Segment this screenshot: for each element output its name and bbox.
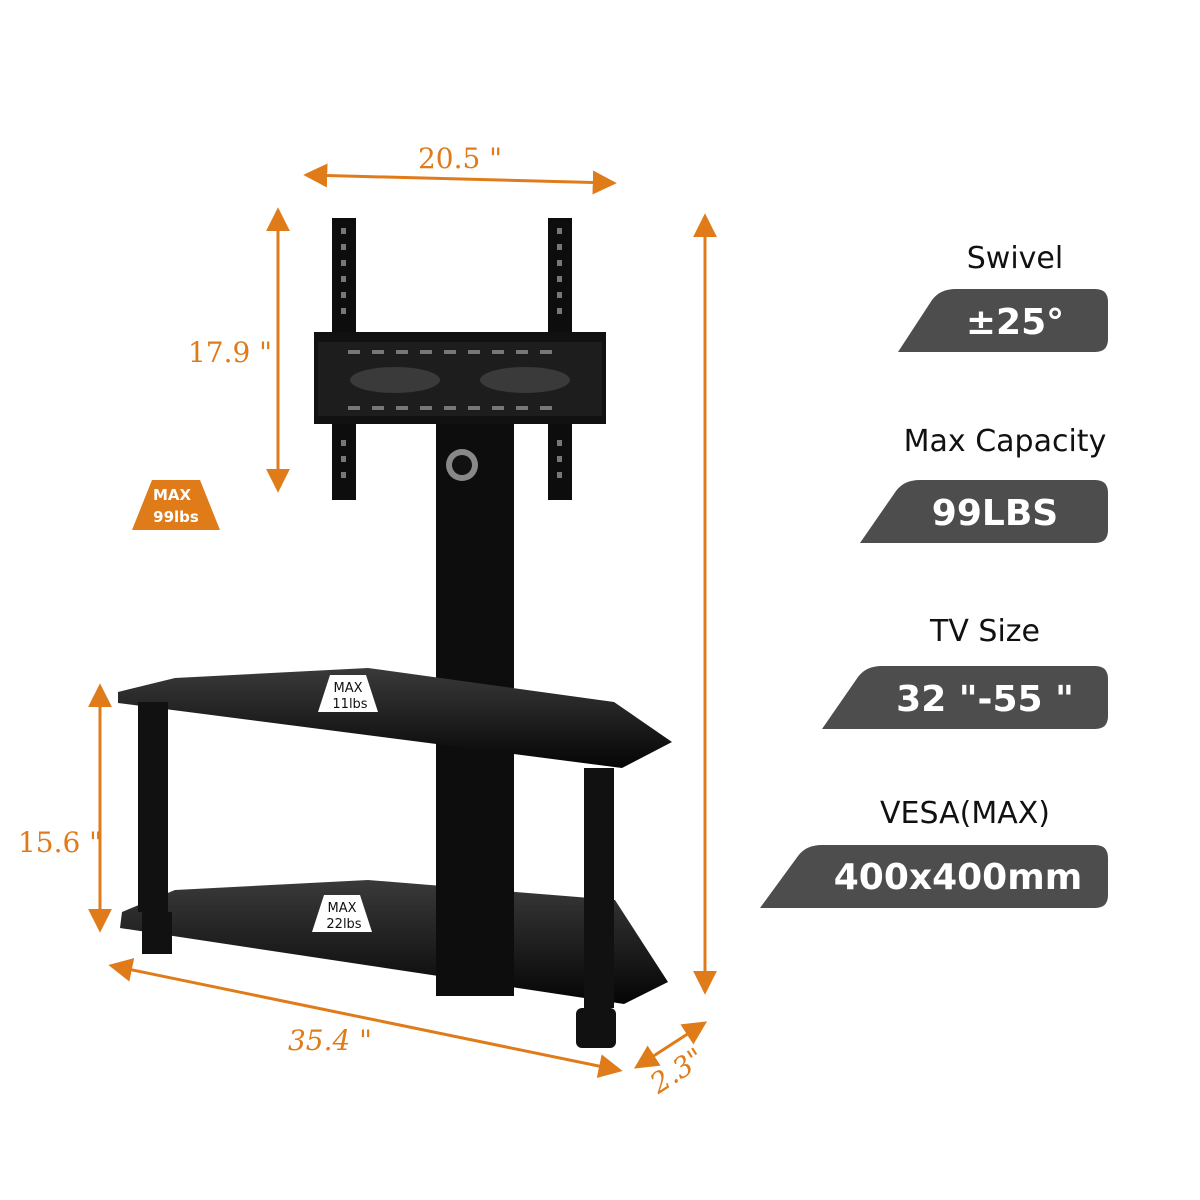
tv-stand <box>118 218 672 1048</box>
spec-vesa: VESA(MAX) 400x400mm <box>760 796 1108 908</box>
dimension-base-width: 35.4 " <box>108 958 623 1078</box>
spec-capacity-pill <box>860 480 1108 543</box>
dimension-base-width-label: 35.4 " <box>288 1024 372 1057</box>
max-load-badge-line2: 99lbs <box>153 508 199 526</box>
top-glass-shelf <box>118 668 672 768</box>
dimension-shelf-gap-label: 15.6 " <box>18 826 102 859</box>
bottom-shelf-badge-line1: MAX <box>327 901 356 916</box>
spec-capacity-label: Max Capacity <box>904 424 1107 459</box>
max-load-badge-line1: MAX <box>153 486 192 504</box>
leg-front-left <box>138 702 168 912</box>
spec-swivel-pill <box>898 289 1108 352</box>
spec-swivel: Swivel ±25° <box>898 241 1108 352</box>
spec-vesa-value: 400x400mm <box>834 857 1083 898</box>
dimension-shelf-gap: 15.6 " <box>18 683 112 933</box>
bottom-shelf-badge-line2: 22lbs <box>326 917 361 932</box>
spec-vesa-label: VESA(MAX) <box>880 796 1050 831</box>
spec-swivel-label: Swivel <box>967 241 1063 276</box>
spec-tv-size-pill <box>822 666 1108 729</box>
spec-capacity: Max Capacity 99LBS <box>860 424 1108 543</box>
leg-front-right <box>584 768 614 1008</box>
dimension-depth-label: 2.3" <box>643 1041 710 1100</box>
top-shelf-badge: MAX 11lbs <box>318 675 378 712</box>
spec-capacity-value: 99LBS <box>932 493 1058 534</box>
bottom-glass-shelf <box>120 880 668 1004</box>
top-shelf-badge-line1: MAX <box>333 681 362 696</box>
spec-tv-size: TV Size 32 "-55 " <box>822 614 1108 729</box>
bottom-shelf-badge: MAX 22lbs <box>312 895 372 932</box>
spec-swivel-value: ±25° <box>966 302 1064 343</box>
dimension-mount-width-label: 20.5 " <box>418 142 502 175</box>
max-load-badge: MAX 99lbs <box>132 480 220 530</box>
dimension-mount-width: 20.5 " <box>303 142 617 195</box>
top-shelf-badge-line2: 11lbs <box>332 697 367 712</box>
spec-vesa-pill <box>760 845 1108 908</box>
dimension-mount-height: 17.9 " <box>188 207 290 493</box>
spec-tv-size-label: TV Size <box>929 614 1040 649</box>
dimension-depth: 2.3" <box>633 1021 710 1101</box>
dimension-mount-height-label: 17.9 " <box>188 336 272 369</box>
spec-tv-size-value: 32 "-55 " <box>896 679 1074 720</box>
